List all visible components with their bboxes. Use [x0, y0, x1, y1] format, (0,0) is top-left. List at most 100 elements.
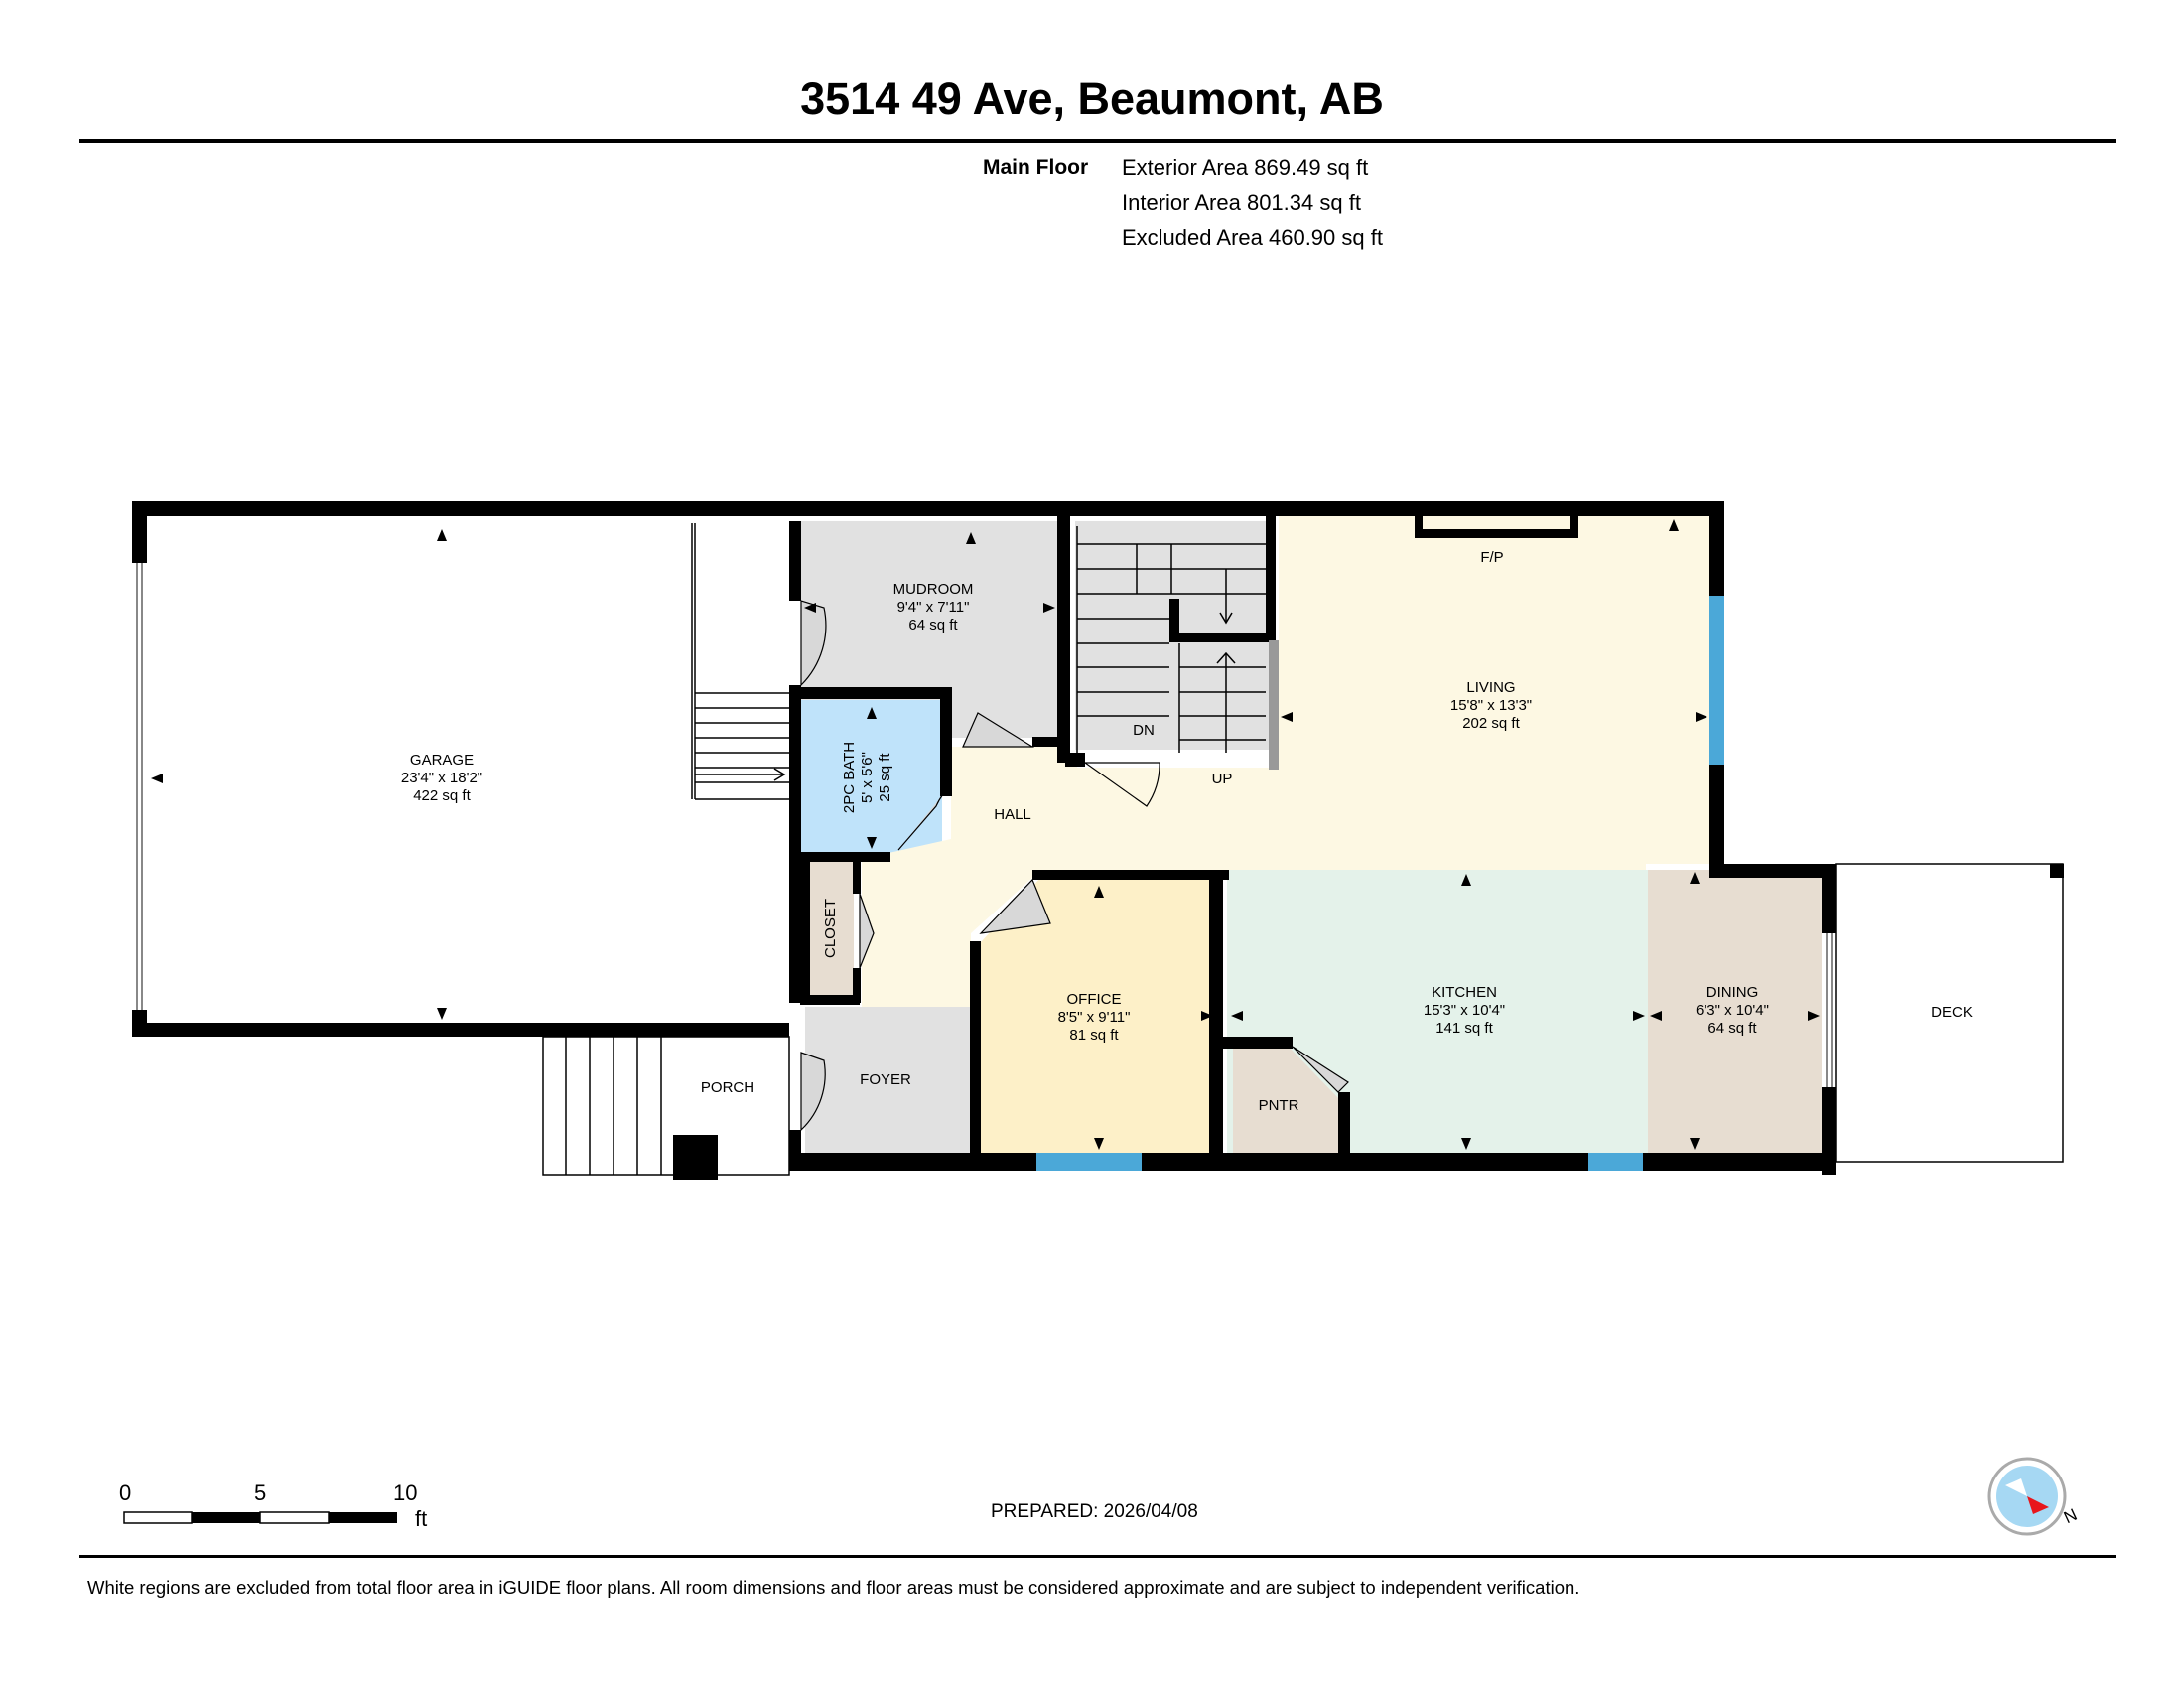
foyer-fill: [805, 1007, 971, 1153]
bath-dims: 5' x 5'6": [859, 752, 876, 803]
wall-stair-foot: [1065, 753, 1085, 767]
room-labels: GARAGE 23'4" x 18'2" 422 sq ft MUDROOM 9…: [401, 549, 1973, 1114]
dining-door-opening: [1822, 933, 1836, 1087]
pantry-fill: [1233, 1047, 1340, 1153]
footer-divider: [79, 1555, 2116, 1558]
dining-dims: 6'3" x 10'4": [1696, 1002, 1769, 1019]
wall-mudroom-bottom: [1032, 737, 1070, 747]
mudroom-area: 64 sq ft: [908, 617, 958, 633]
wall-bath-right: [940, 687, 952, 796]
hall-living-fill: [862, 516, 1709, 1007]
wall-office-right: [1209, 870, 1223, 1168]
office-name: OFFICE: [1067, 991, 1122, 1008]
bath-label-group: 2PC BATH 5' x 5'6" 25 sq ft: [841, 742, 893, 813]
wall-closet-right-lower: [853, 968, 861, 1003]
wall-closet-left: [800, 854, 810, 1003]
deck-post: [2050, 864, 2064, 878]
closet-label-group: CLOSET: [822, 899, 839, 958]
stairs-up-label: UP: [1212, 771, 1233, 787]
deck-outline: [1835, 863, 2064, 1163]
floor-label: Main Floor: [983, 156, 1089, 179]
wall-garage-bottom: [132, 1023, 789, 1037]
wall-bottom: [789, 1153, 1836, 1171]
door-pantry: [1292, 1046, 1349, 1093]
kitchen-dims: 15'3" x 10'4": [1424, 1002, 1505, 1019]
scale-bar: [123, 1511, 397, 1524]
pantry-label: PNTR: [1259, 1097, 1299, 1114]
wall-bath-top: [801, 687, 950, 699]
office-fill: [980, 878, 1209, 1153]
door-closet: [859, 893, 875, 969]
garage-area: 422 sq ft: [413, 787, 471, 804]
office-dims: 8'5" x 9'11": [1058, 1009, 1131, 1026]
interior-area: Interior Area 801.34 sq ft: [1122, 190, 1361, 214]
kitchen-area: 141 sq ft: [1435, 1020, 1493, 1037]
window-office: [1036, 1153, 1142, 1171]
exterior-area: Exterior Area 869.49 sq ft: [1122, 155, 1369, 180]
porch-post: [673, 1135, 718, 1180]
door-garage-mudroom: [800, 600, 827, 687]
windows: [132, 563, 1836, 1171]
garage-dims: 23'4" x 18'2": [401, 770, 482, 786]
dining-area: 64 sq ft: [1707, 1020, 1757, 1037]
wall-pantry-right: [1338, 1092, 1350, 1167]
office-area: 81 sq ft: [1069, 1027, 1119, 1044]
title-divider: [79, 139, 2116, 143]
scale-unit: ft: [415, 1506, 428, 1531]
stair-rail: [1269, 640, 1279, 770]
dining-name: DINING: [1706, 984, 1759, 1001]
wall-closet-right-upper: [853, 854, 861, 894]
fireplace-label: F/P: [1480, 549, 1503, 566]
garage-stairs: [691, 523, 789, 800]
excluded-area: Excluded Area 460.90 sq ft: [1122, 225, 1383, 250]
wall-stair-left: [1057, 516, 1070, 763]
wall-office-left: [970, 941, 981, 1165]
compass-north-label: N: [2061, 1505, 2080, 1527]
closet-fill: [804, 860, 854, 999]
bath-area: 25 sq ft: [877, 753, 893, 802]
room-fills: [801, 516, 1822, 1153]
wall-stair-divider: [1169, 599, 1179, 638]
living-area: 202 sq ft: [1462, 715, 1520, 732]
garage-name: GARAGE: [410, 752, 474, 769]
scale-mark-5: 5: [254, 1480, 267, 1505]
scale-mark-0: 0: [119, 1480, 132, 1505]
door-swings: [800, 600, 1349, 1132]
window-living: [1709, 596, 1724, 765]
prepared-date: PREPARED: 2026/04/08: [991, 1501, 1198, 1522]
scale-mark-10: 10: [393, 1480, 418, 1505]
wall-stair-right: [1266, 516, 1276, 642]
garage-door-opening: [132, 563, 147, 1010]
wall-dining-top: [1709, 864, 1836, 878]
wall-pantry-top: [1223, 1037, 1293, 1049]
plan-title: 3514 49 Ave, Beaumont, AB: [800, 73, 1384, 124]
mudroom-dims: 9'4" x 7'11": [897, 599, 970, 616]
bath-name: 2PC BATH: [841, 742, 858, 813]
foyer-label: FOYER: [860, 1071, 911, 1088]
wall-bath-bottom: [801, 852, 890, 862]
living-name: LIVING: [1466, 679, 1515, 696]
deck-label: DECK: [1931, 1004, 1973, 1021]
door-foyer: [800, 1052, 826, 1132]
wall-office-top: [1032, 870, 1229, 880]
porch-steps: [542, 1036, 790, 1176]
wall-dining-right-upper: [1822, 864, 1836, 933]
window-kitchen: [1588, 1153, 1643, 1171]
stairs-down-label: DN: [1133, 722, 1155, 739]
dimension-arrows: [151, 519, 1820, 1150]
wall-top: [132, 501, 1724, 516]
interior-stairs: [1076, 526, 1266, 760]
wall-stair-landing: [1169, 633, 1269, 642]
porch-label: PORCH: [701, 1079, 754, 1096]
fireplace-hearth: [1423, 516, 1570, 529]
hall-label: HALL: [994, 806, 1031, 823]
kitchen-name: KITCHEN: [1432, 984, 1497, 1001]
wall-garage-right-upper: [789, 521, 801, 601]
door-office: [979, 878, 1051, 934]
closet-label: CLOSET: [822, 899, 839, 958]
wall-garage-right: [789, 685, 801, 1003]
bath-fill: [801, 700, 942, 854]
living-dims: 15'8" x 13'3": [1450, 697, 1532, 714]
mudroom-name: MUDROOM: [893, 581, 974, 598]
